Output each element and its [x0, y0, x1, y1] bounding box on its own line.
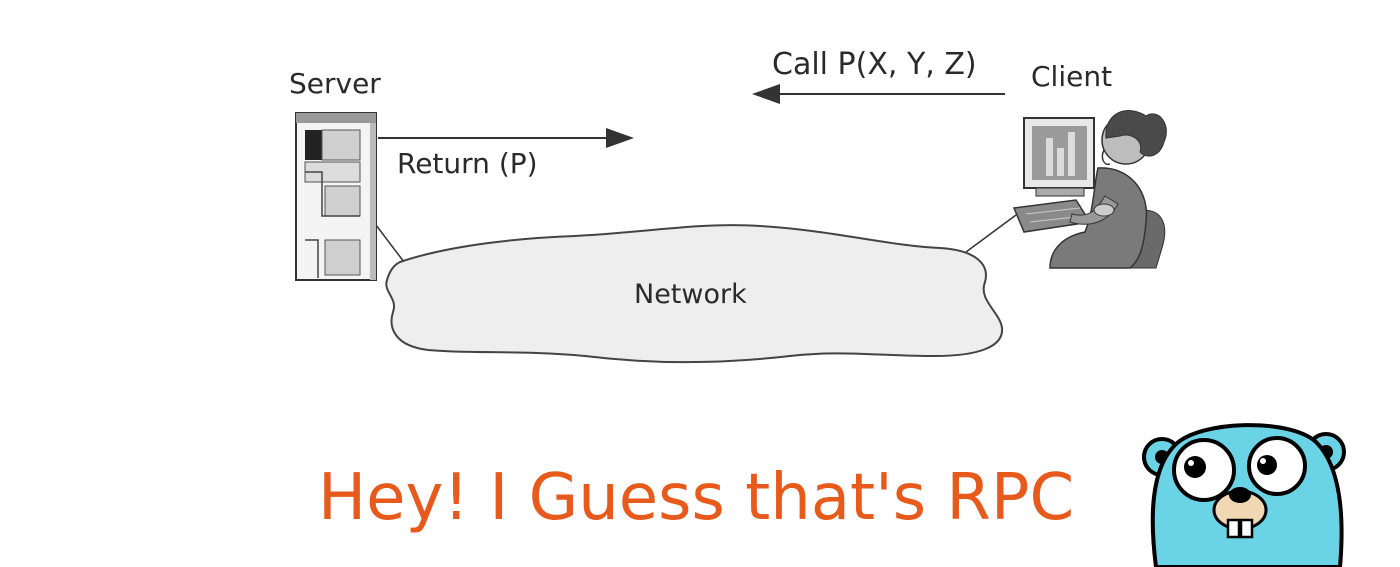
client-label: Client	[1031, 60, 1113, 93]
person-at-computer-icon	[1012, 110, 1167, 269]
server-tower-icon	[295, 112, 377, 281]
call-arrow-label: Call P(X, Y, Z)	[772, 47, 977, 82]
server-label: Server	[289, 67, 381, 100]
network-cloud	[385, 224, 1004, 363]
caption-text: Hey! I Guess that's RPC	[318, 461, 1075, 535]
return-arrow-label: Return (P)	[397, 147, 538, 180]
client-network-link	[965, 214, 1017, 253]
gopher-mascot	[1142, 423, 1346, 567]
server-network-link	[375, 224, 405, 263]
network-label: Network	[634, 279, 747, 310]
